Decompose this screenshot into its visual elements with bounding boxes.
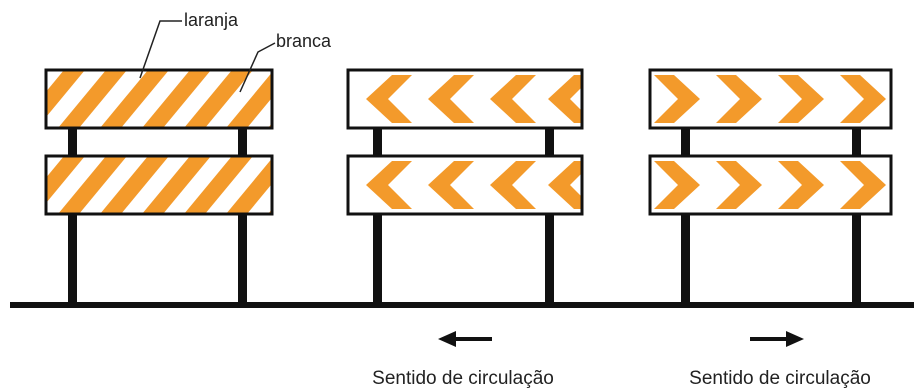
barrier-post: [238, 214, 247, 304]
barrier-post: [852, 128, 861, 156]
caption-right: Sentido de circulação: [689, 368, 871, 389]
barrier-right: [648, 68, 893, 304]
barrier-post: [681, 214, 690, 304]
leader-line: [139, 20, 182, 79]
label-orange: laranja: [139, 10, 239, 79]
barrier-post: [373, 128, 382, 156]
barrier-board-bottom: [44, 154, 274, 216]
caption-left: Sentido de circulação: [372, 368, 554, 389]
barrier-post: [68, 214, 77, 304]
label-white: branca: [239, 31, 332, 93]
barrier-diagonal: [44, 68, 274, 304]
ground-line: [10, 302, 914, 308]
barrier-board-top: [346, 68, 584, 130]
label-orange-text: laranja: [184, 10, 239, 30]
label-white-text: branca: [276, 31, 332, 51]
barrier-post: [373, 214, 382, 304]
barrier-post: [545, 214, 554, 304]
barrier-post: [852, 214, 861, 304]
barrier-post: [68, 128, 77, 156]
barrier-board-top: [44, 68, 274, 130]
barrier-board-bottom: [648, 154, 893, 216]
barrier-board-top: [648, 68, 893, 130]
barrier-post: [238, 128, 247, 156]
leader-line: [239, 42, 276, 93]
barrier-board-bottom: [346, 154, 584, 216]
barrier-left: [346, 68, 584, 304]
arrow-left-icon: [438, 331, 492, 347]
barrier-post: [545, 128, 554, 156]
barrier-post: [681, 128, 690, 156]
arrow-right-icon: [750, 331, 804, 347]
